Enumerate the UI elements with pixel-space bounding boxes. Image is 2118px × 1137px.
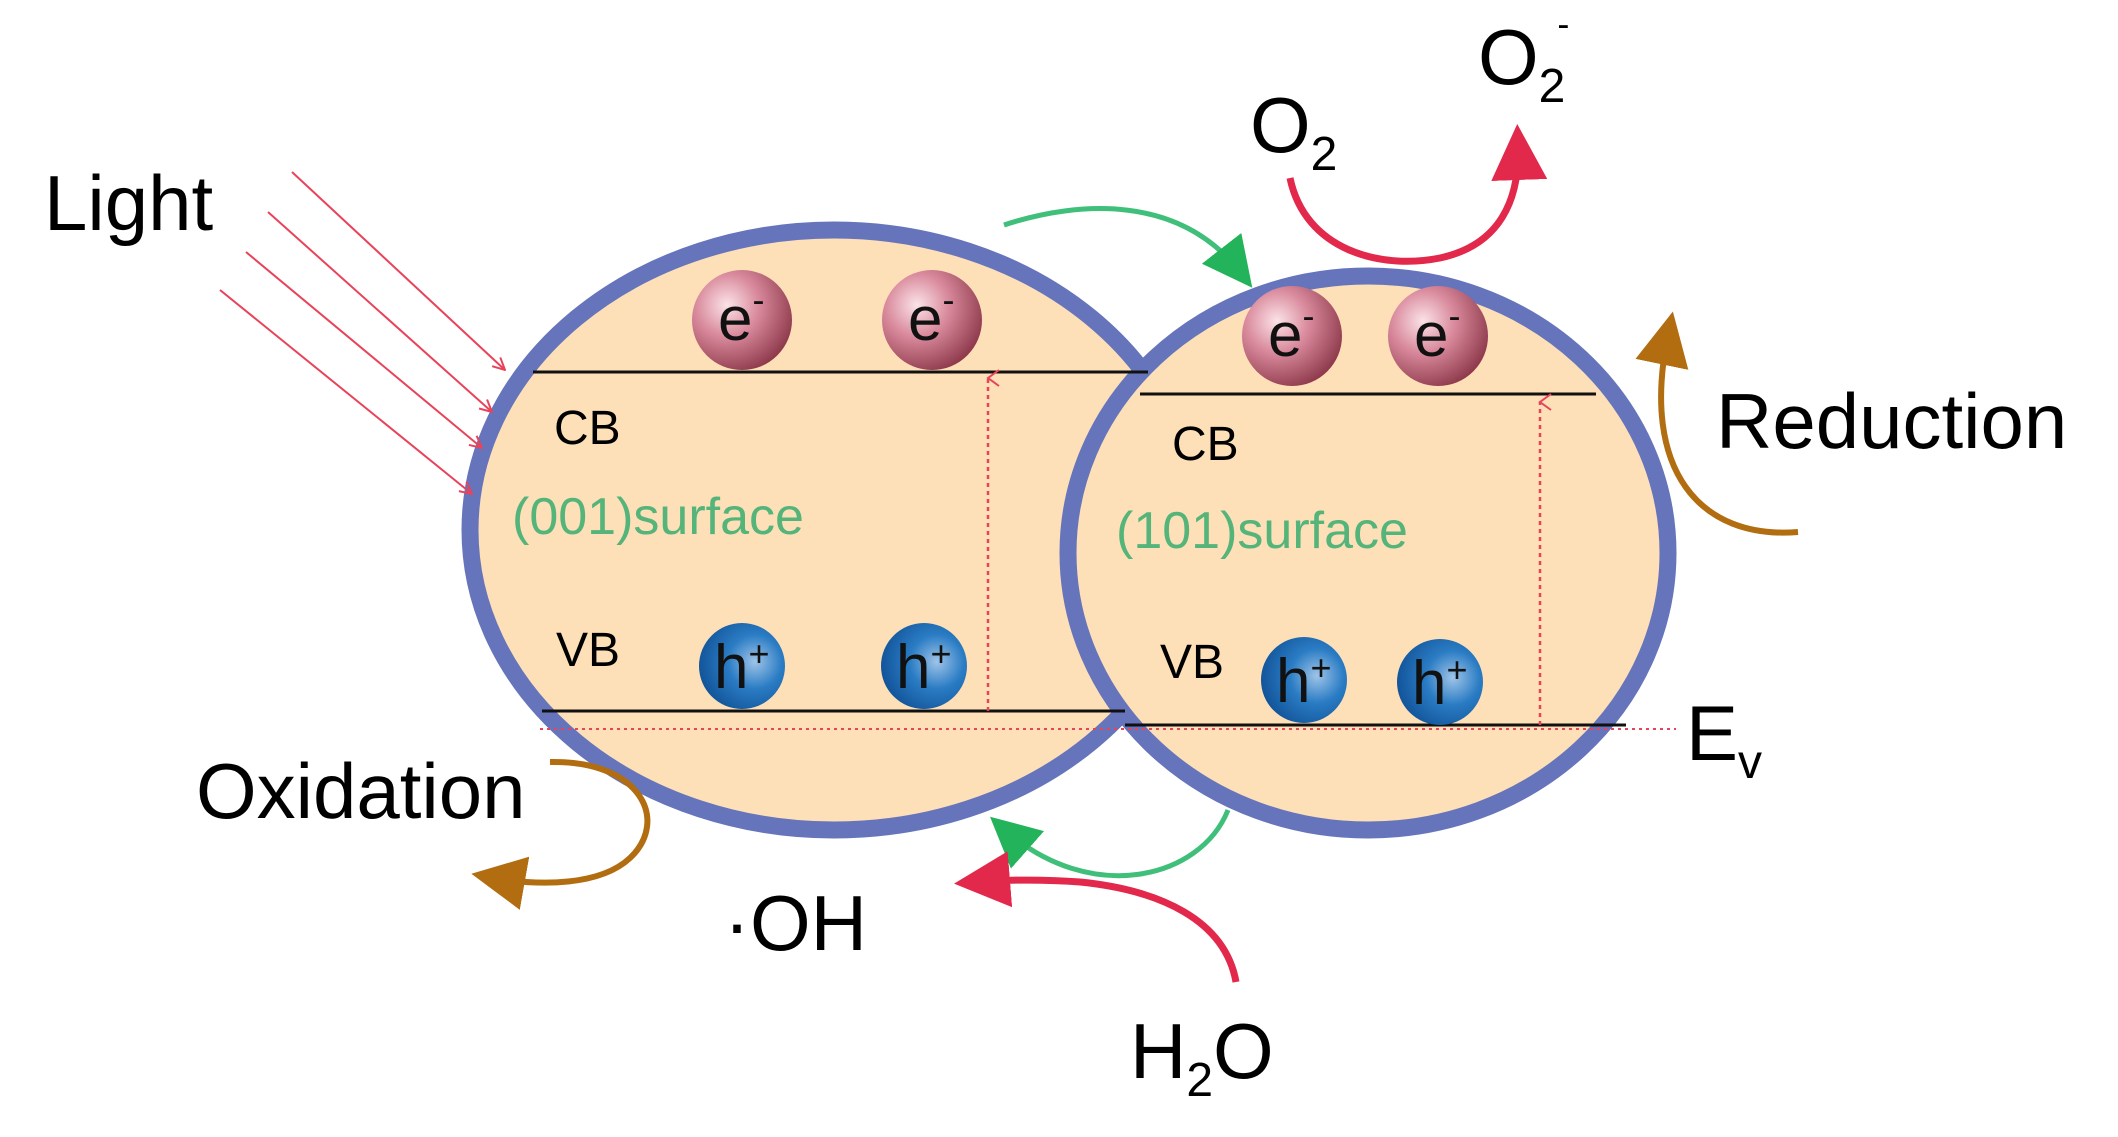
electron-transfer-arrow xyxy=(1003,206,1253,288)
right-cb-label: CB xyxy=(1172,418,1239,471)
right-hole-1: h+ xyxy=(1261,637,1347,723)
h2o-oxidation-arrow xyxy=(954,851,1240,983)
svg-text:e-: e- xyxy=(908,279,954,354)
svg-text:h+: h+ xyxy=(1276,647,1332,716)
superoxide-label: O2- xyxy=(1478,3,1569,113)
svg-text:e-: e- xyxy=(718,279,764,354)
light-label: Light xyxy=(44,159,213,247)
light-rays xyxy=(219,171,505,494)
left-surface-label: (001)surface xyxy=(512,488,804,546)
right-vb-label: VB xyxy=(1160,636,1224,689)
right-electron-1: e- xyxy=(1242,286,1342,386)
h2o-label: H2O xyxy=(1130,1007,1274,1107)
svg-text:e-: e- xyxy=(1268,295,1314,370)
o2-label: O2 xyxy=(1250,81,1337,181)
left-electron-1: e- xyxy=(692,270,792,370)
oh-label: ·OH xyxy=(724,879,867,967)
svg-text:e-: e- xyxy=(1414,295,1460,370)
left-cb-label: CB xyxy=(554,402,621,455)
reduction-arrow xyxy=(1635,311,1799,536)
left-hole-1: h+ xyxy=(699,623,785,709)
oxidation-label: Oxidation xyxy=(196,747,526,835)
reduction-label: Reduction xyxy=(1716,377,2067,465)
o2-reduction-arrow xyxy=(1286,124,1548,265)
svg-text:h+: h+ xyxy=(714,633,770,702)
oxidation-arrow xyxy=(471,758,651,910)
right-electron-2: e- xyxy=(1388,286,1488,386)
hole-transfer-arrow xyxy=(989,809,1231,879)
svg-text:h+: h+ xyxy=(1412,649,1468,718)
left-electron-2: e- xyxy=(882,270,982,370)
svg-text:h+: h+ xyxy=(896,633,952,702)
right-particle xyxy=(1059,267,1677,839)
left-vb-label: VB xyxy=(556,624,620,677)
left-hole-2: h+ xyxy=(881,623,967,709)
right-hole-2: h+ xyxy=(1397,639,1483,725)
right-surface-label: (101)surface xyxy=(1116,502,1408,560)
ev-label: Ev xyxy=(1686,689,1762,789)
